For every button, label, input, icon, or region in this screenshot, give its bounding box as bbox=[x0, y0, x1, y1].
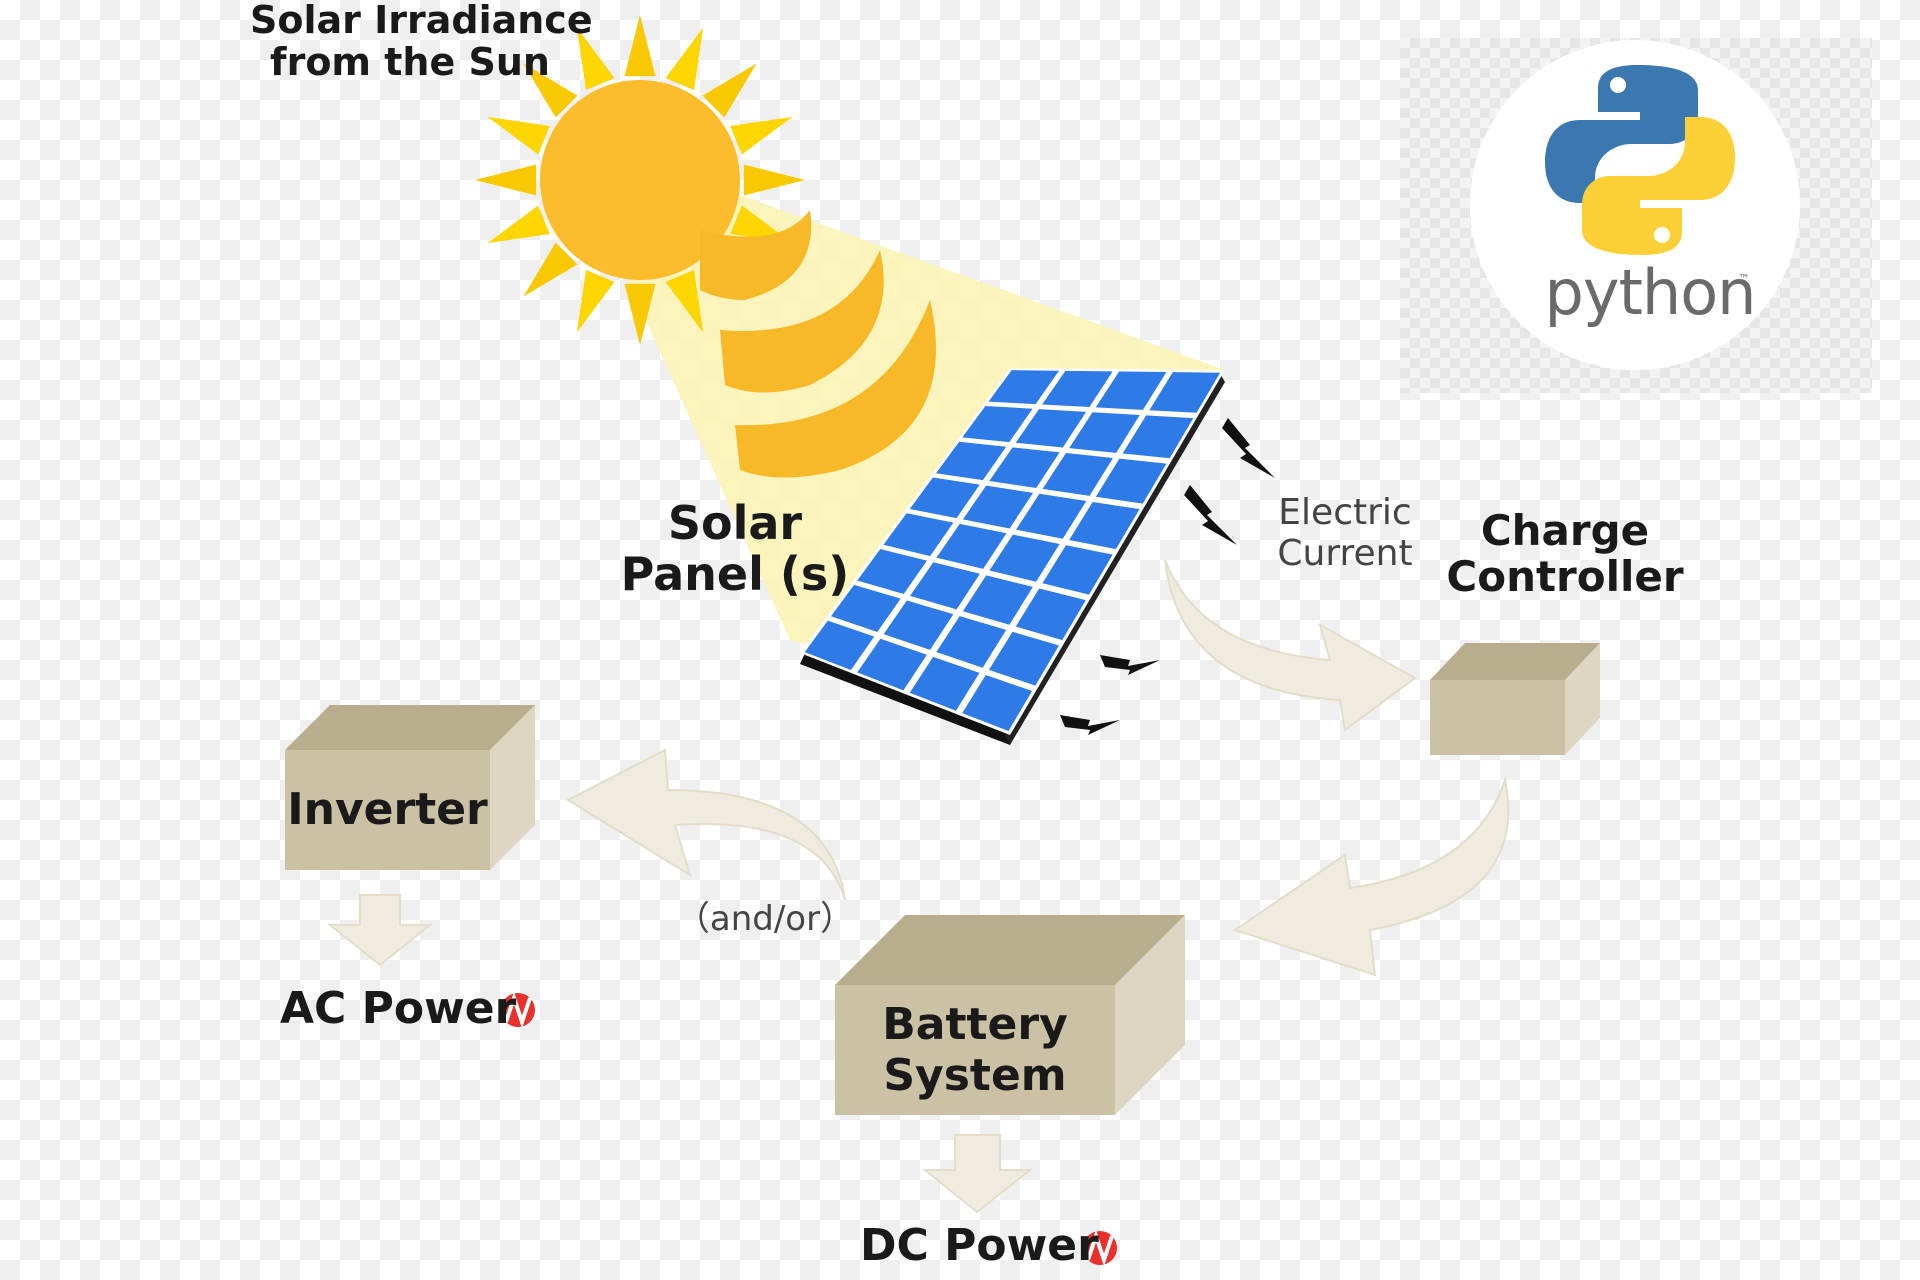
electric-current-line1: Electric bbox=[1278, 492, 1412, 533]
python-logo bbox=[1545, 65, 1735, 255]
solar-cell bbox=[909, 477, 980, 519]
solar-cell bbox=[909, 656, 980, 711]
electric-current-label: Electric Current bbox=[1250, 492, 1440, 575]
sun-icon bbox=[475, 15, 805, 345]
solar-cell bbox=[883, 513, 954, 557]
solar-panel-label-line2: Panel (s) bbox=[620, 546, 850, 601]
sun-ray bbox=[665, 270, 704, 333]
inverter-box bbox=[285, 705, 535, 870]
ac-power-label: AC Power bbox=[280, 983, 517, 1034]
solar-cell bbox=[1095, 458, 1167, 504]
sun-ray bbox=[475, 164, 537, 196]
and-or-label: （and/or） bbox=[675, 899, 855, 939]
solar-cell bbox=[804, 620, 875, 670]
inverter-label: Inverter bbox=[287, 784, 488, 835]
sun-ray bbox=[523, 63, 578, 118]
dc-power-label: DC Power bbox=[860, 1220, 1099, 1271]
solar-cell bbox=[1069, 412, 1140, 453]
solar-cell bbox=[857, 549, 927, 595]
solar-panel-label-line1: Solar bbox=[667, 496, 803, 550]
solar-cell bbox=[988, 370, 1059, 405]
solar-cell bbox=[962, 675, 1033, 732]
battery-label: Battery System bbox=[835, 999, 1115, 1101]
lightning-icon bbox=[1060, 418, 1275, 735]
solar-cell bbox=[1122, 415, 1194, 459]
sun-label: Solar Irradiance from the Sun bbox=[250, 0, 593, 84]
charge-controller-label: Charge Controller bbox=[1430, 506, 1700, 602]
solar-cell bbox=[962, 575, 1033, 625]
sun-ray bbox=[665, 27, 704, 90]
sun-label-line2: from the Sun bbox=[270, 39, 550, 84]
charge-controller-box bbox=[1430, 643, 1600, 755]
solar-cell bbox=[857, 638, 927, 691]
solar-cell bbox=[1069, 501, 1140, 550]
solar-cell bbox=[989, 534, 1060, 582]
flow-arrows bbox=[327, 559, 1510, 1214]
solar-panel-icon bbox=[800, 368, 1225, 745]
solar-cell bbox=[962, 485, 1034, 529]
solar-cell bbox=[989, 447, 1060, 488]
solar-cell bbox=[830, 584, 901, 633]
ac-power-icon bbox=[501, 991, 535, 1029]
sun-ray bbox=[487, 205, 550, 244]
solar-cell bbox=[1016, 493, 1087, 539]
python-trademark: ™ bbox=[1738, 272, 1750, 286]
solar-cell bbox=[936, 616, 1007, 668]
sun-ray bbox=[523, 242, 578, 297]
solar-cell bbox=[1015, 588, 1086, 641]
sun-ray bbox=[576, 270, 615, 333]
battery-box bbox=[835, 915, 1185, 1115]
python-wordmark: python bbox=[1544, 256, 1757, 329]
battery-label-line2: System bbox=[883, 1049, 1067, 1101]
sun-ray bbox=[624, 283, 656, 345]
sun-ray bbox=[702, 63, 757, 118]
solar-cell bbox=[936, 441, 1007, 481]
charge-controller-line1: Charge bbox=[1480, 506, 1650, 555]
solar-cell bbox=[1042, 453, 1114, 496]
sun-ray bbox=[624, 15, 656, 77]
sun-ray bbox=[730, 116, 793, 155]
solar-cell bbox=[1015, 409, 1087, 448]
solar-cell bbox=[936, 523, 1007, 569]
electric-current-line2: Current bbox=[1277, 533, 1413, 575]
solar-cell bbox=[1095, 371, 1167, 410]
sun-ray bbox=[487, 116, 550, 155]
solar-cell bbox=[883, 600, 954, 650]
solar-cell bbox=[1042, 545, 1113, 595]
dc-power-icon bbox=[1083, 1229, 1117, 1267]
sun-ray bbox=[743, 164, 805, 196]
solar-panel-label: Solar Panel (s) bbox=[615, 498, 855, 599]
sun-ray bbox=[576, 27, 615, 90]
charge-controller-line2: Controller bbox=[1446, 552, 1684, 602]
solar-cell bbox=[910, 562, 980, 610]
solar-cell bbox=[988, 631, 1059, 686]
sun-label-line1: Solar Irradiance bbox=[250, 0, 593, 42]
battery-label-line1: Battery bbox=[882, 999, 1068, 1050]
solar-cell bbox=[1042, 370, 1113, 408]
solar-cell bbox=[1149, 372, 1221, 413]
solar-cell bbox=[962, 405, 1033, 443]
heat-waves bbox=[700, 210, 936, 478]
